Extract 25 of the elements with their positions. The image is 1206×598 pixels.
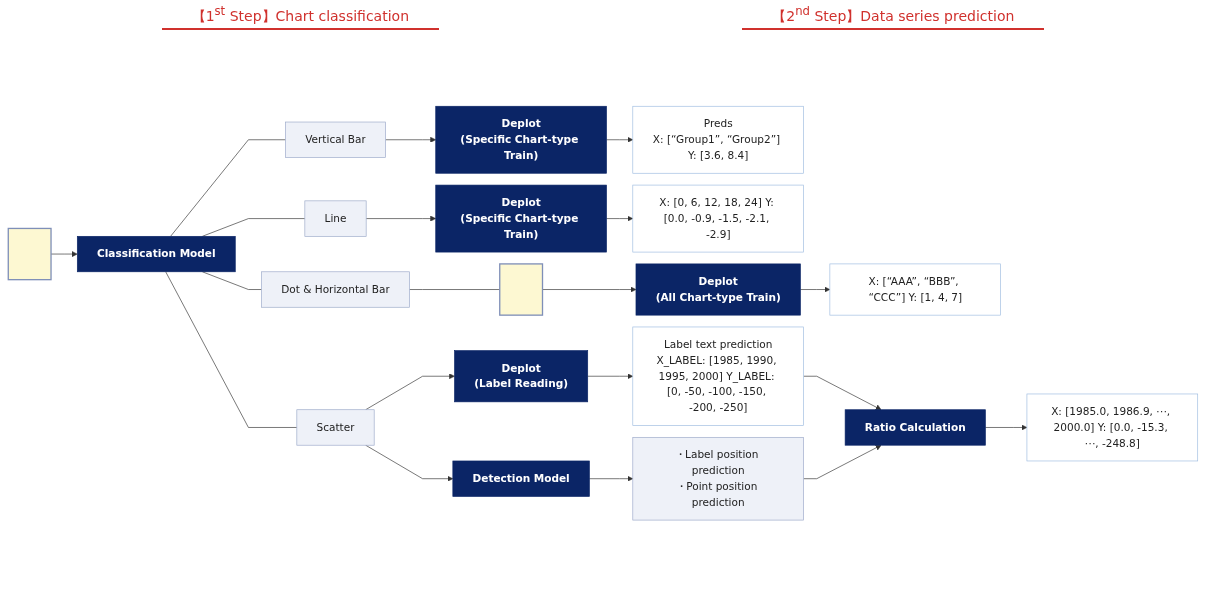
node-box: Deplot (Specific Chart-type Train) <box>435 105 607 174</box>
node-box: X: [1985.0, 1986.9, ⋯, 2000.0] Y: [0.0, -15.3, ⋯, -248.8] <box>1026 393 1199 462</box>
node-box: X: [0, 6, 12, 18, 24] Y: [0.0, -0.9, -1.5, -2.1, -2.9] <box>632 184 804 253</box>
node-picture <box>499 263 544 316</box>
node-box: Ratio Calculation <box>844 409 986 446</box>
node-box: X: [“AAA”, “BBB”, “CCC”] Y: [1, 4, 7] <box>829 263 1001 316</box>
node-box: Deplot (Label Reading) <box>454 350 589 402</box>
step-label: 【1$^{st}$ Step】Chart classification <box>161 4 439 30</box>
node-box: Dot & Horizontal Bar <box>261 271 410 308</box>
node-box: Deplot (Specific Chart-type Train) <box>435 184 607 253</box>
node-box: Classification Model <box>76 235 236 272</box>
node-box: Preds X: [“Group1”, “Group2”] Y: [3.6, 8.4] <box>632 105 804 174</box>
connector <box>202 218 306 237</box>
node-box: Vertical Bar <box>285 121 386 158</box>
connector <box>170 139 286 237</box>
node-box: Detection Model <box>452 460 590 497</box>
node-box: Label text prediction X_LABEL: [1985, 1990, 1995, 2000] Y_LABEL: [0, -50, -100, -150, -200, -250] <box>632 326 804 426</box>
node-box: Scatter <box>296 409 375 446</box>
node-box: Deplot (All Chart-type Train) <box>635 263 801 316</box>
node-box: Line <box>304 200 367 237</box>
step-label: 【2$^{nd}$ Step】Data series prediction <box>742 4 1045 30</box>
node-box: ・Label position prediction ・Point position prediction <box>632 436 804 521</box>
connector <box>165 271 298 428</box>
connector <box>202 271 262 290</box>
node-picture <box>7 227 52 281</box>
